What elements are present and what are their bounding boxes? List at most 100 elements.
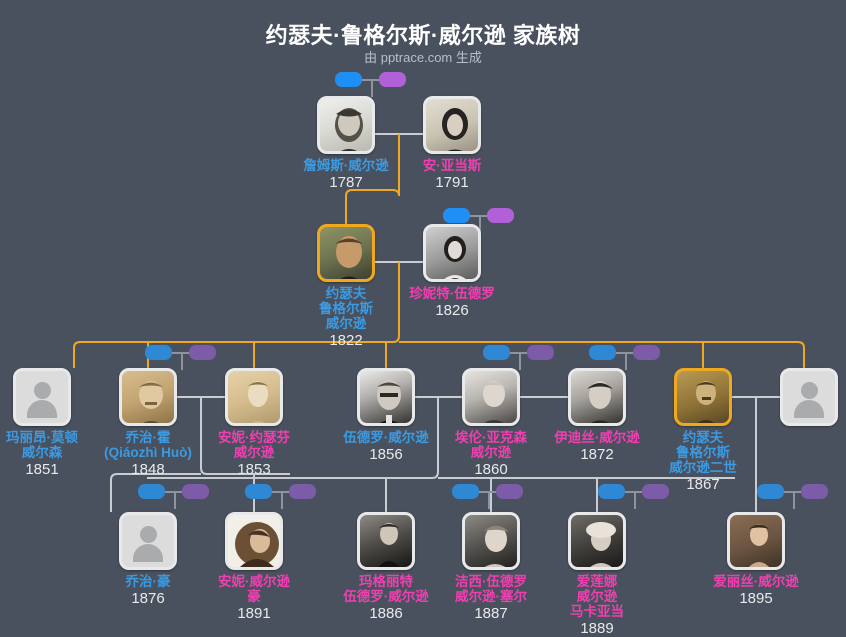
- marriage-badge-joseph-janet[interactable]: [443, 208, 517, 234]
- badge-stem: [479, 216, 481, 233]
- badge-female-pill: [801, 484, 828, 499]
- person-node-george-howe[interactable]: 乔治·霍 (Qiáozhì Huò) 1848: [83, 368, 213, 478]
- portrait-frame[interactable]: [119, 512, 177, 570]
- person-node-ellen[interactable]: 埃伦·亚克森 威尔逊 1860: [426, 368, 556, 478]
- person-node-joseph2[interactable]: 约瑟夫 鲁格尔斯 威尔逊二世 1867: [638, 368, 768, 493]
- portrait-photo: [320, 227, 372, 279]
- person-year: 1791: [435, 174, 469, 191]
- badge-stem: [488, 492, 490, 509]
- person-node-annie-josephine[interactable]: 安妮·约瑟芬 威尔逊 1853: [189, 368, 319, 478]
- portrait-frame[interactable]: [357, 368, 415, 426]
- badge-male-pill: [598, 484, 625, 499]
- badge-male-pill: [335, 72, 362, 87]
- marriage-badge-jessie[interactable]: [452, 484, 526, 510]
- person-year: 1889: [580, 620, 614, 637]
- badge-stem: [371, 80, 373, 97]
- portrait-frame[interactable]: [462, 512, 520, 570]
- badge-male-pill: [589, 345, 616, 360]
- person-name: 伍德罗·威尔逊: [343, 430, 429, 445]
- person-year: 1856: [369, 446, 403, 463]
- badge-stem: [634, 492, 636, 509]
- portrait-frame[interactable]: [423, 96, 481, 154]
- portrait-frame[interactable]: [317, 96, 375, 154]
- portrait-frame[interactable]: [727, 512, 785, 570]
- marriage-badge-eleanor[interactable]: [598, 484, 672, 510]
- person-node-annie-howe[interactable]: 安妮·威尔逊 豪 1891: [189, 512, 319, 622]
- portrait-frame[interactable]: [780, 368, 838, 426]
- badge-female-pill: [496, 484, 523, 499]
- person-name: 安妮·约瑟芬 威尔逊: [218, 430, 290, 460]
- portrait-frame[interactable]: [13, 368, 71, 426]
- portrait-photo: [426, 227, 478, 279]
- portrait-photo: [465, 515, 517, 567]
- portrait-photo: [360, 371, 412, 423]
- person-node-joseph2-spouse[interactable]: [744, 368, 846, 430]
- badge-stem: [519, 353, 521, 370]
- marriage-badge-george-annie[interactable]: [145, 345, 219, 371]
- marriage-badge-woodrow-edith[interactable]: [589, 345, 663, 371]
- person-name: 玛格丽特 伍德罗·威尔逊: [343, 574, 429, 604]
- portrait-frame[interactable]: [225, 368, 283, 426]
- portrait-frame[interactable]: [462, 368, 520, 426]
- badge-bar: [165, 491, 182, 493]
- person-year: 1848: [131, 461, 165, 478]
- person-year: 1860: [474, 461, 508, 478]
- person-node-james[interactable]: 詹姆斯·威尔逊 1787: [281, 96, 411, 191]
- person-year: 1895: [739, 590, 773, 607]
- person-node-eleanor[interactable]: 爱莲娜 威尔逊 马卡亚当 1889: [532, 512, 662, 637]
- marriage-badge-woodrow-ellen[interactable]: [483, 345, 557, 371]
- portrait-frame[interactable]: [423, 224, 481, 282]
- person-node-ann[interactable]: 安·亚当斯 1791: [387, 96, 517, 191]
- person-node-margaret[interactable]: 玛格丽特 伍德罗·威尔逊 1886: [321, 512, 451, 622]
- badge-female-pill: [289, 484, 316, 499]
- marriage-badge-george-jr[interactable]: [138, 484, 212, 510]
- person-year: 1876: [131, 590, 165, 607]
- portrait-frame[interactable]: [568, 512, 626, 570]
- badge-male-pill: [452, 484, 479, 499]
- badge-bar: [616, 352, 633, 354]
- person-node-jessie[interactable]: 洁西·伍德罗 威尔逊·塞尔 1887: [426, 512, 556, 622]
- portrait-frame[interactable]: [317, 224, 375, 282]
- person-name: 珍妮特·伍德罗: [409, 286, 495, 301]
- person-name: 乔治·豪: [125, 574, 171, 589]
- badge-male-pill: [138, 484, 165, 499]
- person-year: 1822: [329, 332, 363, 349]
- portrait-frame[interactable]: [119, 368, 177, 426]
- portrait-photo: [465, 371, 517, 423]
- badge-bar: [510, 352, 527, 354]
- person-node-janet[interactable]: 珍妮特·伍德罗 1826: [387, 224, 517, 319]
- portrait-photo: [122, 371, 174, 423]
- person-node-marion[interactable]: 玛丽昂·莫顿 威尔森 1851: [0, 368, 107, 478]
- person-node-edith[interactable]: 伊迪丝·威尔逊 1872: [532, 368, 662, 463]
- person-year: 1851: [25, 461, 59, 478]
- portrait-photo: [228, 371, 280, 423]
- person-node-joseph[interactable]: 约瑟夫 鲁格尔斯 威尔逊 1822: [281, 224, 411, 349]
- page-subtitle: 由 pptrace.com 生成: [364, 50, 482, 65]
- person-year: 1867: [686, 476, 720, 493]
- person-node-alice[interactable]: 爱丽丝·威尔逊 1895: [691, 512, 821, 607]
- person-year: 1787: [329, 174, 363, 191]
- person-name: 约瑟夫 鲁格尔斯 威尔逊二世: [669, 430, 737, 475]
- portrait-photo: [677, 371, 729, 423]
- badge-female-pill: [527, 345, 554, 360]
- badge-male-pill: [145, 345, 172, 360]
- badge-female-pill: [642, 484, 669, 499]
- portrait-frame[interactable]: [674, 368, 732, 426]
- badge-male-pill: [443, 208, 470, 223]
- marriage-badge-alice[interactable]: [757, 484, 831, 510]
- portrait-frame[interactable]: [568, 368, 626, 426]
- marriage-badge-annie-howe[interactable]: [245, 484, 319, 510]
- person-node-george-howe-jr[interactable]: 乔治·豪 1876: [83, 512, 213, 607]
- marriage-badge-james-ann[interactable]: [335, 72, 409, 98]
- badge-bar: [784, 491, 801, 493]
- badge-bar: [172, 352, 189, 354]
- person-node-woodrow[interactable]: 伍德罗·威尔逊 1856: [321, 368, 451, 463]
- person-name: 安·亚当斯: [422, 158, 482, 173]
- portrait-frame[interactable]: [225, 512, 283, 570]
- badge-female-pill: [487, 208, 514, 223]
- portrait-photo: [571, 371, 623, 423]
- portrait-frame[interactable]: [357, 512, 415, 570]
- person-name: 詹姆斯·威尔逊: [303, 158, 389, 173]
- portrait-photo: [426, 99, 478, 151]
